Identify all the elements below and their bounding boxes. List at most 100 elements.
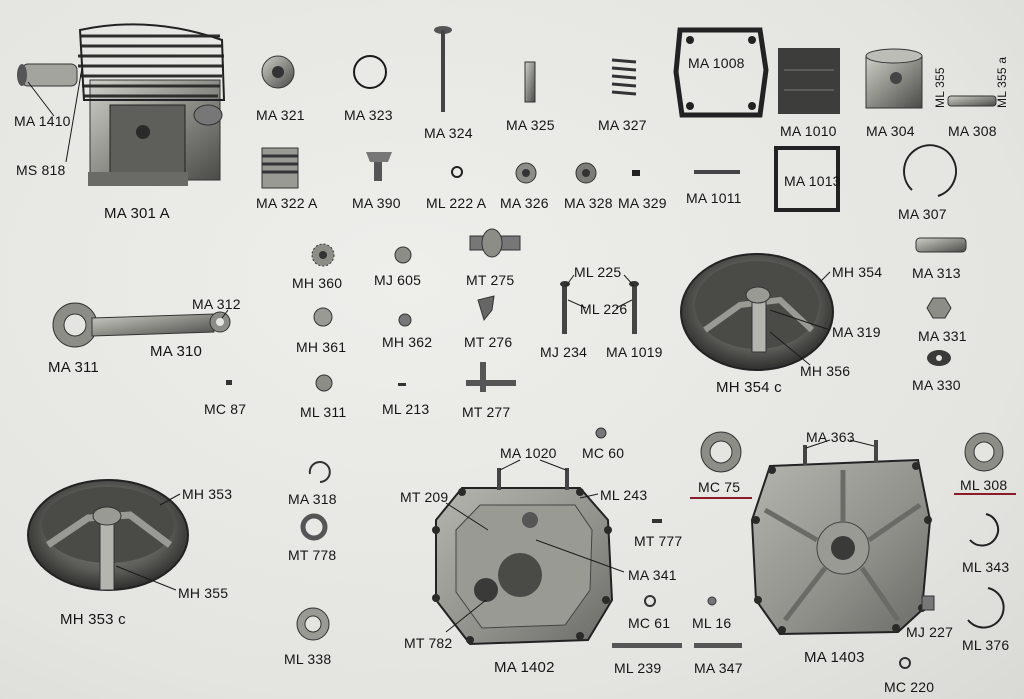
label-mh353: MH 353 xyxy=(182,486,233,502)
label-ma319: MA 319 xyxy=(832,324,881,340)
label-ml16: ML 16 xyxy=(692,615,732,631)
label-ma330: MA 330 xyxy=(912,377,961,393)
label-ma323: MA 323 xyxy=(344,107,393,123)
label-ma1403: MA 1403 xyxy=(804,649,865,666)
label-ma312: MA 312 xyxy=(192,296,241,312)
label-mc220: MC 220 xyxy=(884,679,935,695)
gasket-ma1008-illustration xyxy=(673,27,769,118)
cylinder-ma301a-illustration xyxy=(17,23,226,186)
piston-ma304-illustration xyxy=(865,48,923,109)
label-mt276: MT 276 xyxy=(464,334,513,350)
label-ml222a: ML 222 A xyxy=(426,195,487,211)
label-mh354: MH 354 xyxy=(832,264,883,280)
crankcase-ma1403-illustration xyxy=(750,440,932,636)
label-ma308: MA 308 xyxy=(948,123,997,139)
crankcase-ma1402-illustration xyxy=(432,468,614,646)
label-ma1020: MA 1020 xyxy=(500,445,557,461)
bolts-mj234-ma1019-illustration xyxy=(560,281,639,334)
plug-mj227-illustration xyxy=(921,595,935,611)
label-ma313: MA 313 xyxy=(912,265,961,281)
label-ma307: MA 307 xyxy=(898,206,947,222)
label-ml243: ML 243 xyxy=(600,487,648,503)
bearing-ml308-illustration xyxy=(964,432,1004,472)
label-ma1410: MA 1410 xyxy=(14,113,71,129)
lever-mt276-illustration xyxy=(477,295,495,322)
label-ma318: MA 318 xyxy=(288,491,337,507)
washer-ma330-illustration xyxy=(927,350,951,366)
label-ma1019: MA 1019 xyxy=(606,344,663,360)
label-ml355a: ML 355 a xyxy=(995,56,1009,108)
fitting-mt277-illustration xyxy=(466,362,516,392)
washer-mh361-illustration xyxy=(313,307,333,327)
label-ma347: MA 347 xyxy=(694,660,743,676)
gear-mh360-illustration xyxy=(311,243,335,267)
nut-ml16-illustration xyxy=(707,596,717,606)
label-ma331: MA 331 xyxy=(918,328,967,344)
nut-mh362-illustration xyxy=(398,313,412,327)
bolt-ma347-illustration xyxy=(694,643,742,648)
label-ma329: MA 329 xyxy=(618,195,667,211)
label-ma328: MA 328 xyxy=(564,195,613,211)
underline-mc75 xyxy=(690,497,752,499)
label-mt275: MT 275 xyxy=(466,272,515,288)
conrod-ma310-illustration xyxy=(52,302,231,348)
bearing-mc75-illustration xyxy=(700,431,742,473)
ring-ml222a-illustration xyxy=(451,166,463,178)
label-ml213: ML 213 xyxy=(382,401,430,417)
label-ma1402: MA 1402 xyxy=(494,659,555,676)
washer-ma326-illustration xyxy=(515,162,537,184)
label-ma1011: MA 1011 xyxy=(686,190,742,206)
label-ma341: MA 341 xyxy=(628,567,677,583)
ring-ml343-illustration xyxy=(969,513,1000,547)
label-ml355: ML 355 xyxy=(933,67,947,108)
label-mt209: MT 209 xyxy=(400,489,449,505)
label-mt777: MT 777 xyxy=(634,533,683,549)
part-ml213-illustration xyxy=(398,383,406,386)
washer-mj605-illustration xyxy=(394,246,412,264)
label-mh354c: MH 354 c xyxy=(716,379,782,396)
label-mt778: MT 778 xyxy=(288,547,337,563)
flywheel-mh354c-illustration xyxy=(680,253,834,371)
label-mh353c: MH 353 c xyxy=(60,611,126,628)
label-ma363: MA 363 xyxy=(806,429,855,445)
label-ml338: ML 338 xyxy=(284,651,332,667)
label-mc61: MC 61 xyxy=(628,615,671,631)
label-ma321: MA 321 xyxy=(256,107,305,123)
part-mt777-illustration xyxy=(652,519,662,523)
label-mh362: MH 362 xyxy=(382,334,433,350)
part-ma329-illustration xyxy=(632,170,640,176)
label-ml226: ML 226 xyxy=(580,301,628,317)
ring-ma318-illustration xyxy=(308,461,331,483)
label-ma310: MA 310 xyxy=(150,343,203,360)
label-ma390: MA 390 xyxy=(352,195,401,211)
underline-ml308 xyxy=(954,493,1016,495)
label-ma301a: MA 301 A xyxy=(104,205,170,222)
label-ml308: ML 308 xyxy=(960,477,1008,493)
label-mj234: MJ 234 xyxy=(540,344,588,360)
ring-ml376-illustration xyxy=(967,587,1005,629)
label-ma1013: MA 1013 xyxy=(784,173,841,189)
label-ma322a: MA 322 A xyxy=(256,195,318,211)
label-mc87: MC 87 xyxy=(204,401,247,417)
label-mh360: MH 360 xyxy=(292,275,343,291)
label-ml239: ML 239 xyxy=(614,660,662,676)
bolt-ma1011-illustration xyxy=(694,170,740,174)
tap-ma390-illustration xyxy=(366,152,392,181)
nut-ma331-illustration xyxy=(926,297,952,319)
cap-ma322a-illustration xyxy=(261,147,299,189)
label-mj605: MJ 605 xyxy=(374,272,422,288)
flywheel-mh353c-illustration xyxy=(27,479,189,591)
label-ma1008: MA 1008 xyxy=(688,55,745,71)
gear-mt275-illustration xyxy=(469,228,521,258)
ring-mt778-illustration xyxy=(300,513,328,541)
label-ml343: ML 343 xyxy=(962,559,1010,575)
label-mh361: MH 361 xyxy=(296,339,347,355)
label-mc75: MC 75 xyxy=(698,479,741,495)
label-mj227: MJ 227 xyxy=(906,624,954,640)
nut-ma321-illustration xyxy=(261,55,295,89)
ring-ma307-illustration xyxy=(903,144,957,197)
washer-ml311-illustration xyxy=(315,374,333,392)
label-ma326: MA 326 xyxy=(500,195,549,211)
label-mc60: MC 60 xyxy=(582,445,625,461)
